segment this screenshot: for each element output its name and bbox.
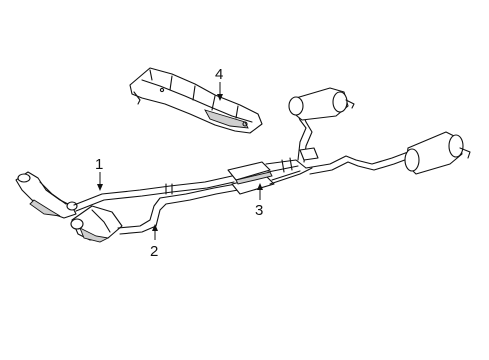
front-pipe-right (117, 183, 239, 235)
resonator (288, 87, 355, 121)
callout-4: 4 (215, 66, 223, 83)
rear-muffler (404, 131, 471, 175)
front-pipe-left (73, 175, 235, 212)
leader-2 (152, 224, 158, 240)
leader-4 (217, 82, 223, 101)
heat-shield (129, 67, 263, 134)
leader-3 (257, 183, 263, 200)
leader-1 (97, 172, 103, 191)
callout-1: 1 (95, 156, 103, 173)
right-manifold (70, 205, 123, 243)
callout-3: 3 (255, 202, 263, 219)
rear-pipe (295, 109, 411, 175)
catalytic-converter-assembly (227, 157, 313, 195)
left-manifold (15, 171, 78, 219)
callout-2: 2 (150, 243, 158, 260)
